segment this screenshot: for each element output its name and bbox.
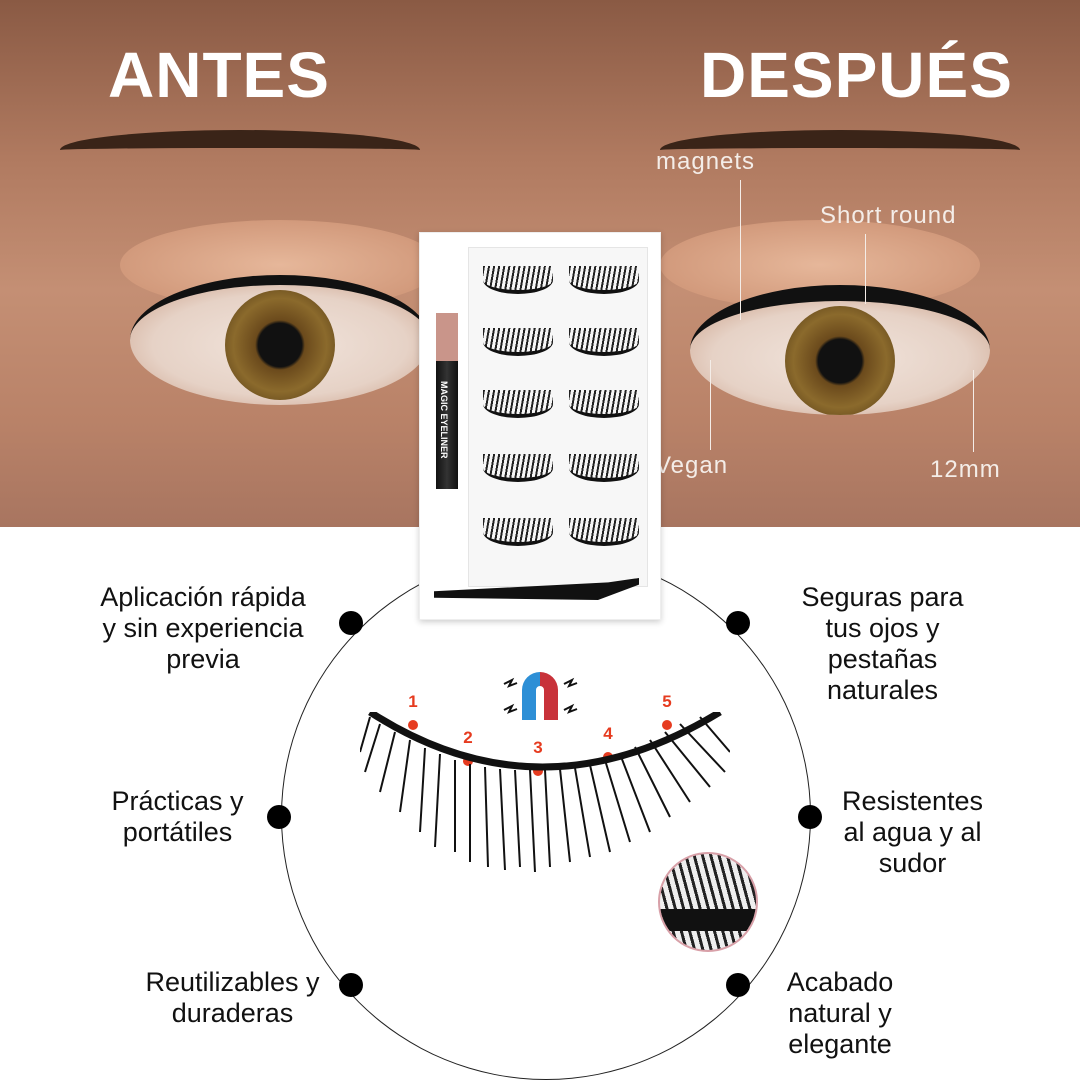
lash-pair [569,266,639,294]
feature-reusable: Reutilizables y duraderas [145,967,320,1028]
annotation-vegan: Vegan [655,452,729,479]
left-eyebrow [60,130,420,170]
feature-natural-finish: Acabado natural y elegante [786,967,894,1059]
lash-pair [569,518,639,546]
annotation-length: 12mm [930,456,1001,483]
magnet-point-5: 5 [657,692,677,730]
lash-pair [483,454,553,482]
right-eyebrow [660,130,1020,170]
lash-pair [569,454,639,482]
left-eye [130,275,430,405]
feature-dot [339,973,363,997]
lash-pair [569,328,639,356]
magnet-detail-closeup [658,852,758,952]
magnet-point-3: 3 [528,738,548,776]
before-title: ANTES [108,39,330,111]
feature-quick-application: Aplicación rápida y sin experiencia prev… [100,582,306,674]
lash-tray [468,247,648,587]
magnet-point-1: 1 [403,692,423,730]
magnet-point-2: 2 [458,728,478,766]
magnet-icon [503,672,578,720]
lash-pair [483,518,553,546]
feature-dot [726,611,750,635]
lash-pair [569,390,639,418]
annotation-line [710,360,711,450]
magic-eyeliner: MAGIC EYELINER [436,313,458,489]
before-after-photo: ANTES DESPUÉS magnets Short round Vegan … [0,0,1080,527]
feature-water-resistant: Resistentes al agua y al sudor [841,786,984,878]
annotation-magnets: magnets [656,148,756,175]
annotation-line [973,370,974,452]
after-title: DESPUÉS [700,39,1013,111]
feature-dot [726,973,750,997]
eyeliner-label: MAGIC EYELINER [439,381,449,459]
feature-portable: Prácticas y portátiles [111,786,244,847]
feature-safe: Seguras para tus ojos y pestañas natural… [801,582,964,705]
magnetic-lash-illustration [360,712,730,872]
lash-pair [483,266,553,294]
feature-dot [339,611,363,635]
feature-dot [267,805,291,829]
lash-pair [483,390,553,418]
feature-dot [798,805,822,829]
annotation-short-round: Short round [820,202,957,229]
right-eye [690,285,990,415]
annotation-line [740,180,741,320]
annotation-line [865,234,866,304]
product-box: MAGIC EYELINER [419,232,661,620]
lash-pair [483,328,553,356]
